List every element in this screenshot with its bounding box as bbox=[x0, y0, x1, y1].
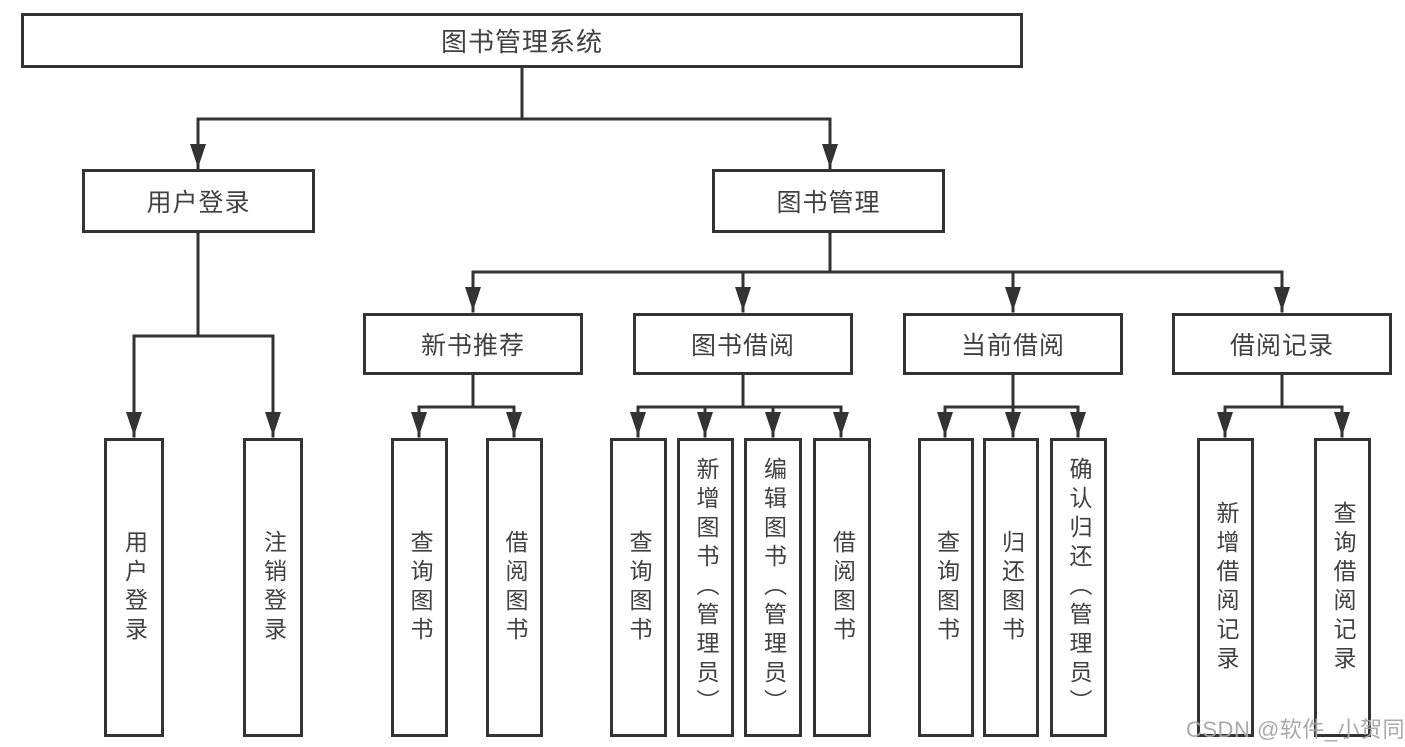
node-leaf-return-books: 归还图书 bbox=[983, 438, 1039, 737]
node-leaf-add-books-admin: 新增图书（管理员） bbox=[677, 438, 734, 737]
node-label: 查询图书 bbox=[407, 529, 433, 646]
node-library-management-system: 图书管理系统 bbox=[21, 13, 1023, 68]
node-label: 新书推荐 bbox=[420, 332, 525, 360]
node-label: 查询图书 bbox=[626, 529, 652, 646]
node-leaf-edit-books-admin: 编辑图书（管理员） bbox=[744, 438, 802, 737]
connector-book-borrow bbox=[630, 373, 849, 438]
connector-new-book-recommend bbox=[411, 373, 522, 438]
node-book-management-branch: 图书管理 bbox=[712, 169, 945, 233]
node-leaf-user-login: 用户登录 bbox=[104, 438, 164, 737]
node-leaf-borrow-books-2: 借阅图书 bbox=[813, 438, 871, 737]
node-label: 注销登录 bbox=[260, 529, 287, 646]
node-leaf-borrow-books-1: 借阅图书 bbox=[486, 438, 543, 737]
node-label: 查询图书 bbox=[933, 529, 960, 646]
node-label: 新增图书（管理员） bbox=[693, 457, 719, 718]
node-label: 新增借阅记录 bbox=[1213, 500, 1239, 675]
node-leaf-query-books-3: 查询图书 bbox=[918, 438, 974, 737]
csdn-watermark: CSDN @软件_小贺同学 bbox=[1186, 717, 1405, 742]
node-current-borrow: 当前借阅 bbox=[903, 313, 1123, 375]
connector-current-borrow bbox=[937, 373, 1086, 438]
connector-borrow-records bbox=[1217, 373, 1350, 438]
node-label: 用户登录 bbox=[121, 529, 148, 646]
node-label: 编辑图书（管理员） bbox=[760, 457, 787, 718]
node-label: 当前借阅 bbox=[960, 332, 1065, 360]
node-leaf-add-borrow-record: 新增借阅记录 bbox=[1197, 438, 1254, 737]
node-user-login-branch: 用户登录 bbox=[82, 169, 315, 233]
node-label: 查询借阅记录 bbox=[1330, 500, 1356, 675]
node-label: 用户登录 bbox=[146, 189, 251, 217]
node-label: 确认归还（管理员） bbox=[1066, 457, 1092, 718]
node-leaf-query-books-2: 查询图书 bbox=[610, 438, 667, 737]
node-leaf-logout: 注销登录 bbox=[243, 438, 303, 737]
node-label: 图书借阅 bbox=[690, 332, 795, 360]
node-new-book-recommend: 新书推荐 bbox=[363, 313, 583, 375]
node-borrow-records: 借阅记录 bbox=[1172, 313, 1392, 375]
node-leaf-confirm-return-admin: 确认归还（管理员） bbox=[1050, 438, 1107, 737]
node-label: 图书管理系统 bbox=[440, 27, 603, 57]
node-label: 借阅图书 bbox=[829, 529, 856, 646]
node-book-borrow: 图书借阅 bbox=[633, 313, 853, 375]
node-leaf-query-books-1: 查询图书 bbox=[391, 438, 448, 737]
connector-root-to-level2 bbox=[190, 66, 838, 170]
connector-user-login-branch bbox=[126, 231, 281, 438]
node-label: 借阅记录 bbox=[1229, 332, 1334, 360]
node-label: 借阅图书 bbox=[502, 529, 528, 646]
node-label: 图书管理 bbox=[776, 189, 881, 217]
node-leaf-query-borrow-record: 查询借阅记录 bbox=[1314, 438, 1371, 737]
connector-book-management-branch bbox=[465, 231, 1290, 313]
node-label: 归还图书 bbox=[998, 529, 1025, 646]
